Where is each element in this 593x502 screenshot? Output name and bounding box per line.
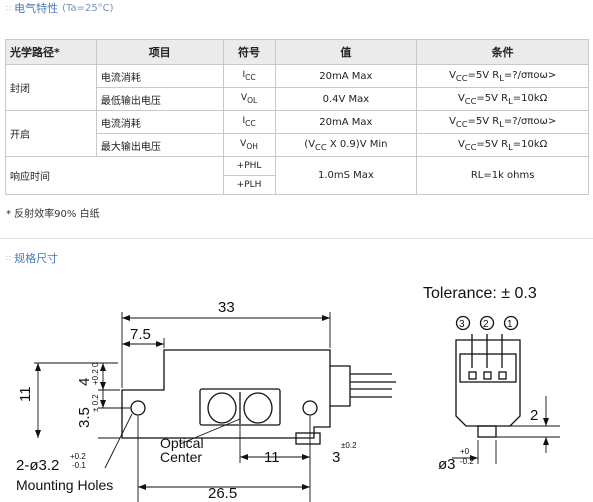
mounting-hole-left-icon: [130, 400, 146, 416]
value-cell: 0.4V Max: [274, 87, 418, 111]
sensor-body-outline: [121, 349, 331, 439]
footnote: * 反射效率90% 白纸: [6, 209, 100, 220]
bullet-icon: ∷: [6, 253, 11, 263]
dimension-drawing: Tolerance: ± 0.3 33 7.5 11 4 +0.2 0 3.5 …: [16, 285, 560, 502]
divider: [0, 238, 593, 239]
dim-3-label: 3: [332, 449, 340, 466]
lens-left-icon: [207, 392, 237, 424]
symbol-cell: +PLH: [222, 175, 276, 195]
table-row: +PLH: [6, 175, 589, 195]
dim-33-label: 33: [218, 299, 235, 316]
optical-window: [199, 388, 281, 426]
symbol-cell: ICC: [222, 110, 276, 134]
value-cell: 20mA Max: [274, 110, 418, 134]
optical-center-label: Optical: [160, 435, 204, 451]
pin-1-number: 1: [507, 319, 513, 330]
condition-cell: VCC=5V RL=?/σποω>: [416, 64, 589, 88]
lens-right-icon: [243, 392, 273, 424]
dim-o3-label: ø3: [438, 456, 456, 473]
svg-text:± 0.2: ± 0.2: [91, 394, 100, 412]
mounting-hole-size-label: 2-ø3.2: [16, 457, 59, 474]
table-row: 响应时间 +PHL 1.0mS Max RL=1k ohms: [5, 156, 589, 195]
section-electrical-label: 电气特性: [14, 2, 59, 15]
side-connector: [459, 353, 517, 383]
response-time-label: 响应时间: [5, 156, 224, 195]
symbol-cell: VOH: [222, 133, 276, 157]
section-electrical-title: ∷ 电气特性 (Ta=25°C): [6, 0, 114, 16]
side-view-outline: [455, 339, 521, 427]
symbol-cell: ICC: [222, 64, 276, 88]
dim-3-5-label: 3.5: [76, 407, 93, 428]
table-row: 开启 电流消耗 ICC 20mA Max VCC=5V RL=?/σποω>: [5, 110, 589, 157]
closed-label: 封闭: [5, 64, 97, 111]
table-header-row: 光学路径* 项目 符号 值 条件: [5, 39, 589, 65]
svg-text:-0.1: -0.1: [72, 461, 86, 470]
dim-11-bottom-label: 11: [264, 449, 280, 466]
dim-4-label: 4: [76, 378, 93, 386]
pin-3-marker: [455, 315, 471, 331]
pin-3-number: 3: [459, 319, 465, 330]
header-value: 值: [274, 39, 418, 65]
symbol-cell: VOL: [222, 87, 276, 111]
header-item: 项目: [95, 39, 224, 65]
bottom-emitter: [295, 432, 321, 445]
symbol-cell: +PHL: [222, 156, 276, 176]
condition-cell: VCC=5V RL=10kΩ: [416, 87, 589, 111]
condition-cell: VCC=5V RL=?/σποω>: [416, 110, 589, 134]
dim-7-5-label: 7.5: [130, 326, 151, 343]
value-cell: 20mA Max: [274, 64, 418, 88]
value-cell: 1.0mS Max: [274, 156, 418, 195]
svg-text:+0.2: +0.2: [91, 369, 100, 385]
dim-2-label: 2: [530, 407, 538, 424]
electrical-spec-table: 光学路径* 项目 符号 值 条件 封闭 电流消耗 ICC 20mA Max VC…: [5, 39, 589, 195]
connector-housing: [330, 365, 351, 407]
svg-text:+0: +0: [460, 447, 470, 456]
table-row: 封闭 电流消耗 ICC 20mA Max VCC=5V RL=?/σποω>: [5, 64, 589, 111]
dim-26-5-label: 26.5: [208, 485, 237, 502]
side-emitter: [477, 425, 497, 438]
pin-2-marker: [479, 315, 495, 331]
header-optical-path: 光学路径*: [5, 39, 97, 65]
value-cell: (VCC X 0.9)V Min: [274, 133, 418, 157]
table-row: 最低输出电压 VOL 0.4V Max VCC=5V RL=10kΩ: [6, 87, 589, 111]
pin-2-icon: [483, 371, 492, 380]
condition-cell: VCC=5V RL=10kΩ: [416, 133, 589, 157]
tolerance-label: Tolerance: ± 0.3: [423, 285, 537, 302]
open-label: 开启: [5, 110, 97, 157]
svg-text:0: 0: [91, 362, 100, 367]
section-dimensions-label: 规格尺寸: [14, 252, 59, 265]
item-cell: 电流消耗: [95, 110, 224, 134]
pin-3-icon: [468, 371, 477, 380]
pin-1-icon: [498, 371, 507, 380]
condition-cell: RL=1k ohms: [416, 156, 589, 195]
svg-text:+0.2: +0.2: [70, 452, 86, 461]
item-cell: 最大输出电压: [95, 133, 224, 157]
item-cell: 最低输出电压: [95, 87, 224, 111]
pin-1-marker: [503, 315, 519, 331]
mounting-hole-right-icon: [302, 400, 318, 416]
section-dimensions-title: ∷ 规格尺寸: [6, 250, 58, 266]
bullet-icon: ∷: [6, 3, 11, 13]
header-condition: 条件: [416, 39, 589, 65]
mounting-holes-label: Mounting Holes: [16, 477, 113, 493]
svg-text:±0.2: ±0.2: [341, 441, 357, 450]
header-symbol: 符号: [222, 39, 276, 65]
dim-11-left-label: 11: [17, 386, 34, 402]
svg-text:Center: Center: [160, 449, 202, 465]
svg-text:-0.2: -0.2: [460, 457, 474, 466]
pin-2-number: 2: [483, 319, 489, 330]
table-row: 最大输出电压 VOH (VCC X 0.9)V Min VCC=5V RL=10…: [6, 133, 589, 157]
item-cell: 电流消耗: [95, 64, 224, 88]
section-electrical-condition: (Ta=25°C): [62, 2, 114, 14]
